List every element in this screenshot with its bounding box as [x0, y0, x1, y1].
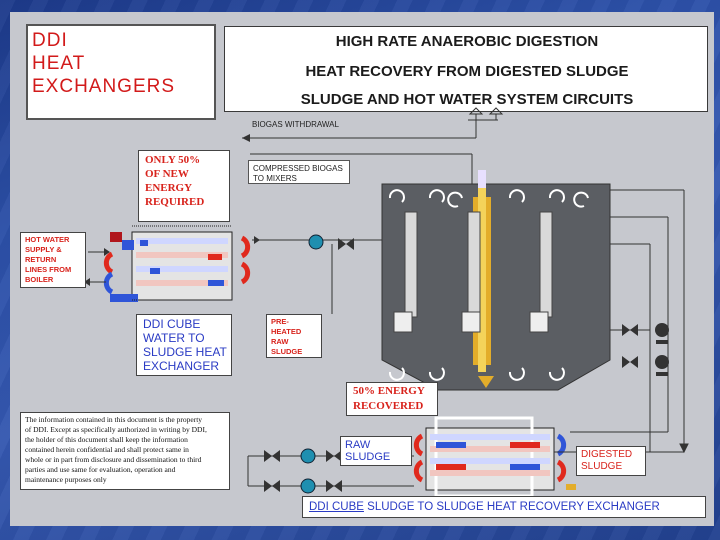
hot-water-line-3: RETURN — [25, 255, 57, 264]
new-energy-line-3: ENERGY — [145, 182, 193, 194]
digested-line-1: DIGESTED — [581, 449, 633, 460]
recovered-line-2: RECOVERED — [353, 400, 424, 412]
raw-sludge-line-2: SLUDGE — [345, 451, 391, 463]
disclaimer-box: The information contained in this docume… — [20, 412, 230, 490]
compressed-biogas-line-2: TO MIXERS — [253, 174, 297, 183]
hot-water-line-5: BOILER — [25, 275, 54, 284]
hot-water-line-1: HOT WATER — [25, 235, 70, 244]
recovered-box: 50% ENERGY RECOVERED — [346, 382, 438, 416]
compressed-biogas-line — [250, 153, 473, 184]
title-line-3: EXCHANGERS — [32, 76, 176, 97]
new-energy-line-1: ONLY 50% — [145, 154, 201, 166]
title-line-2: HEAT — [32, 53, 86, 74]
disclaimer-line-6: parties and use same for evaluation, ope… — [25, 465, 176, 474]
disclaimer-line-7: maintenance purposes only — [25, 475, 107, 484]
preheat-line — [252, 234, 382, 314]
raw-sludge-box: RAW SLUDGE — [340, 436, 412, 466]
new-energy-line-2: OF NEW — [145, 168, 189, 180]
title-box: DDI HEAT EXCHANGERS — [26, 24, 216, 120]
disclaimer-line-5: whole or in part from disclosure and dis… — [25, 455, 202, 464]
cube-water-line-3: SLUDGE HEAT — [143, 345, 227, 359]
bottom-caption: DDI CUBE SLUDGE TO SLUDGE HEAT RECOVERY … — [309, 501, 660, 513]
new-energy-line-4: REQUIRED — [145, 196, 205, 208]
compressed-biogas-line-1: COMPRESSED BIOGAS — [253, 164, 343, 173]
top-heat-exchanger — [103, 225, 251, 302]
digester-tank — [381, 170, 611, 391]
disclaimer-line-2: of DDI. Except as specifically authorize… — [25, 425, 207, 434]
diagram-panel: DDI HEAT EXCHANGERS HIGH RATE ANAEROBIC … — [10, 12, 714, 526]
cube-water-line-2: WATER TO — [143, 331, 205, 345]
new-energy-box: ONLY 50% OF NEW ENERGY REQUIRED — [138, 150, 230, 222]
right-valves — [622, 323, 669, 376]
preheated-line-3: RAW — [271, 337, 289, 346]
cube-water-line-4: EXCHANGER — [143, 359, 220, 373]
header-line-1: HIGH RATE ANAEROBIC DIGESTION — [335, 33, 599, 50]
disclaimer-line-1: The information contained in this docume… — [25, 415, 203, 424]
disclaimer-line-4: contained herein confidential and shall … — [25, 445, 189, 454]
compressed-biogas-box: COMPRESSED BIOGAS TO MIXERS — [248, 160, 350, 184]
raw-sludge-line-1: RAW — [345, 439, 371, 451]
disclaimer-line-3: the holder of this document shall keep t… — [25, 435, 188, 444]
header-line-3: SLUDGE AND HOT WATER SYSTEM CIRCUITS — [300, 91, 634, 108]
hot-water-line-4: LINES FROM — [25, 265, 72, 274]
bottom-caption-rest: SLUDGE TO SLUDGE HEAT RECOVERY EXCHANGER — [363, 501, 660, 513]
bottom-caption-prefix: DDI CUBE — [309, 501, 364, 513]
digested-line-2: SLUDGE — [581, 461, 623, 472]
header-line-2: HEAT RECOVERY FROM DIGESTED SLUDGE — [305, 63, 629, 80]
preheated-line-2: HEATED — [271, 327, 302, 336]
preheated-box: PRE- HEATED RAW SLUDGE — [266, 314, 322, 358]
bottom-heat-exchanger — [413, 416, 576, 498]
cube-water-box: DDI CUBE WATER TO SLUDGE HEAT EXCHANGER — [136, 314, 232, 376]
hot-water-line-2: SUPPLY & — [25, 245, 62, 254]
title-line-1: DDI — [32, 30, 68, 51]
recovered-line-1: 50% ENERGY — [353, 385, 425, 397]
preheated-line-4: SLUDGE — [271, 347, 303, 356]
hot-water-box: HOT WATER SUPPLY & RETURN LINES FROM BOI… — [20, 232, 86, 288]
digested-sludge-box: DIGESTED SLUDGE — [576, 446, 646, 476]
preheated-line-1: PRE- — [271, 317, 289, 326]
bottom-caption-box: DDI CUBE SLUDGE TO SLUDGE HEAT RECOVERY … — [302, 496, 706, 518]
biogas-line — [242, 107, 504, 142]
header-box: HIGH RATE ANAEROBIC DIGESTION HEAT RECOV… — [224, 26, 708, 112]
biogas-withdrawal-label: BIOGAS WITHDRAWAL — [252, 120, 339, 129]
hot-water-lines — [84, 248, 110, 286]
cube-water-line-1: DDI CUBE — [143, 317, 201, 331]
process-diagram — [84, 107, 689, 498]
